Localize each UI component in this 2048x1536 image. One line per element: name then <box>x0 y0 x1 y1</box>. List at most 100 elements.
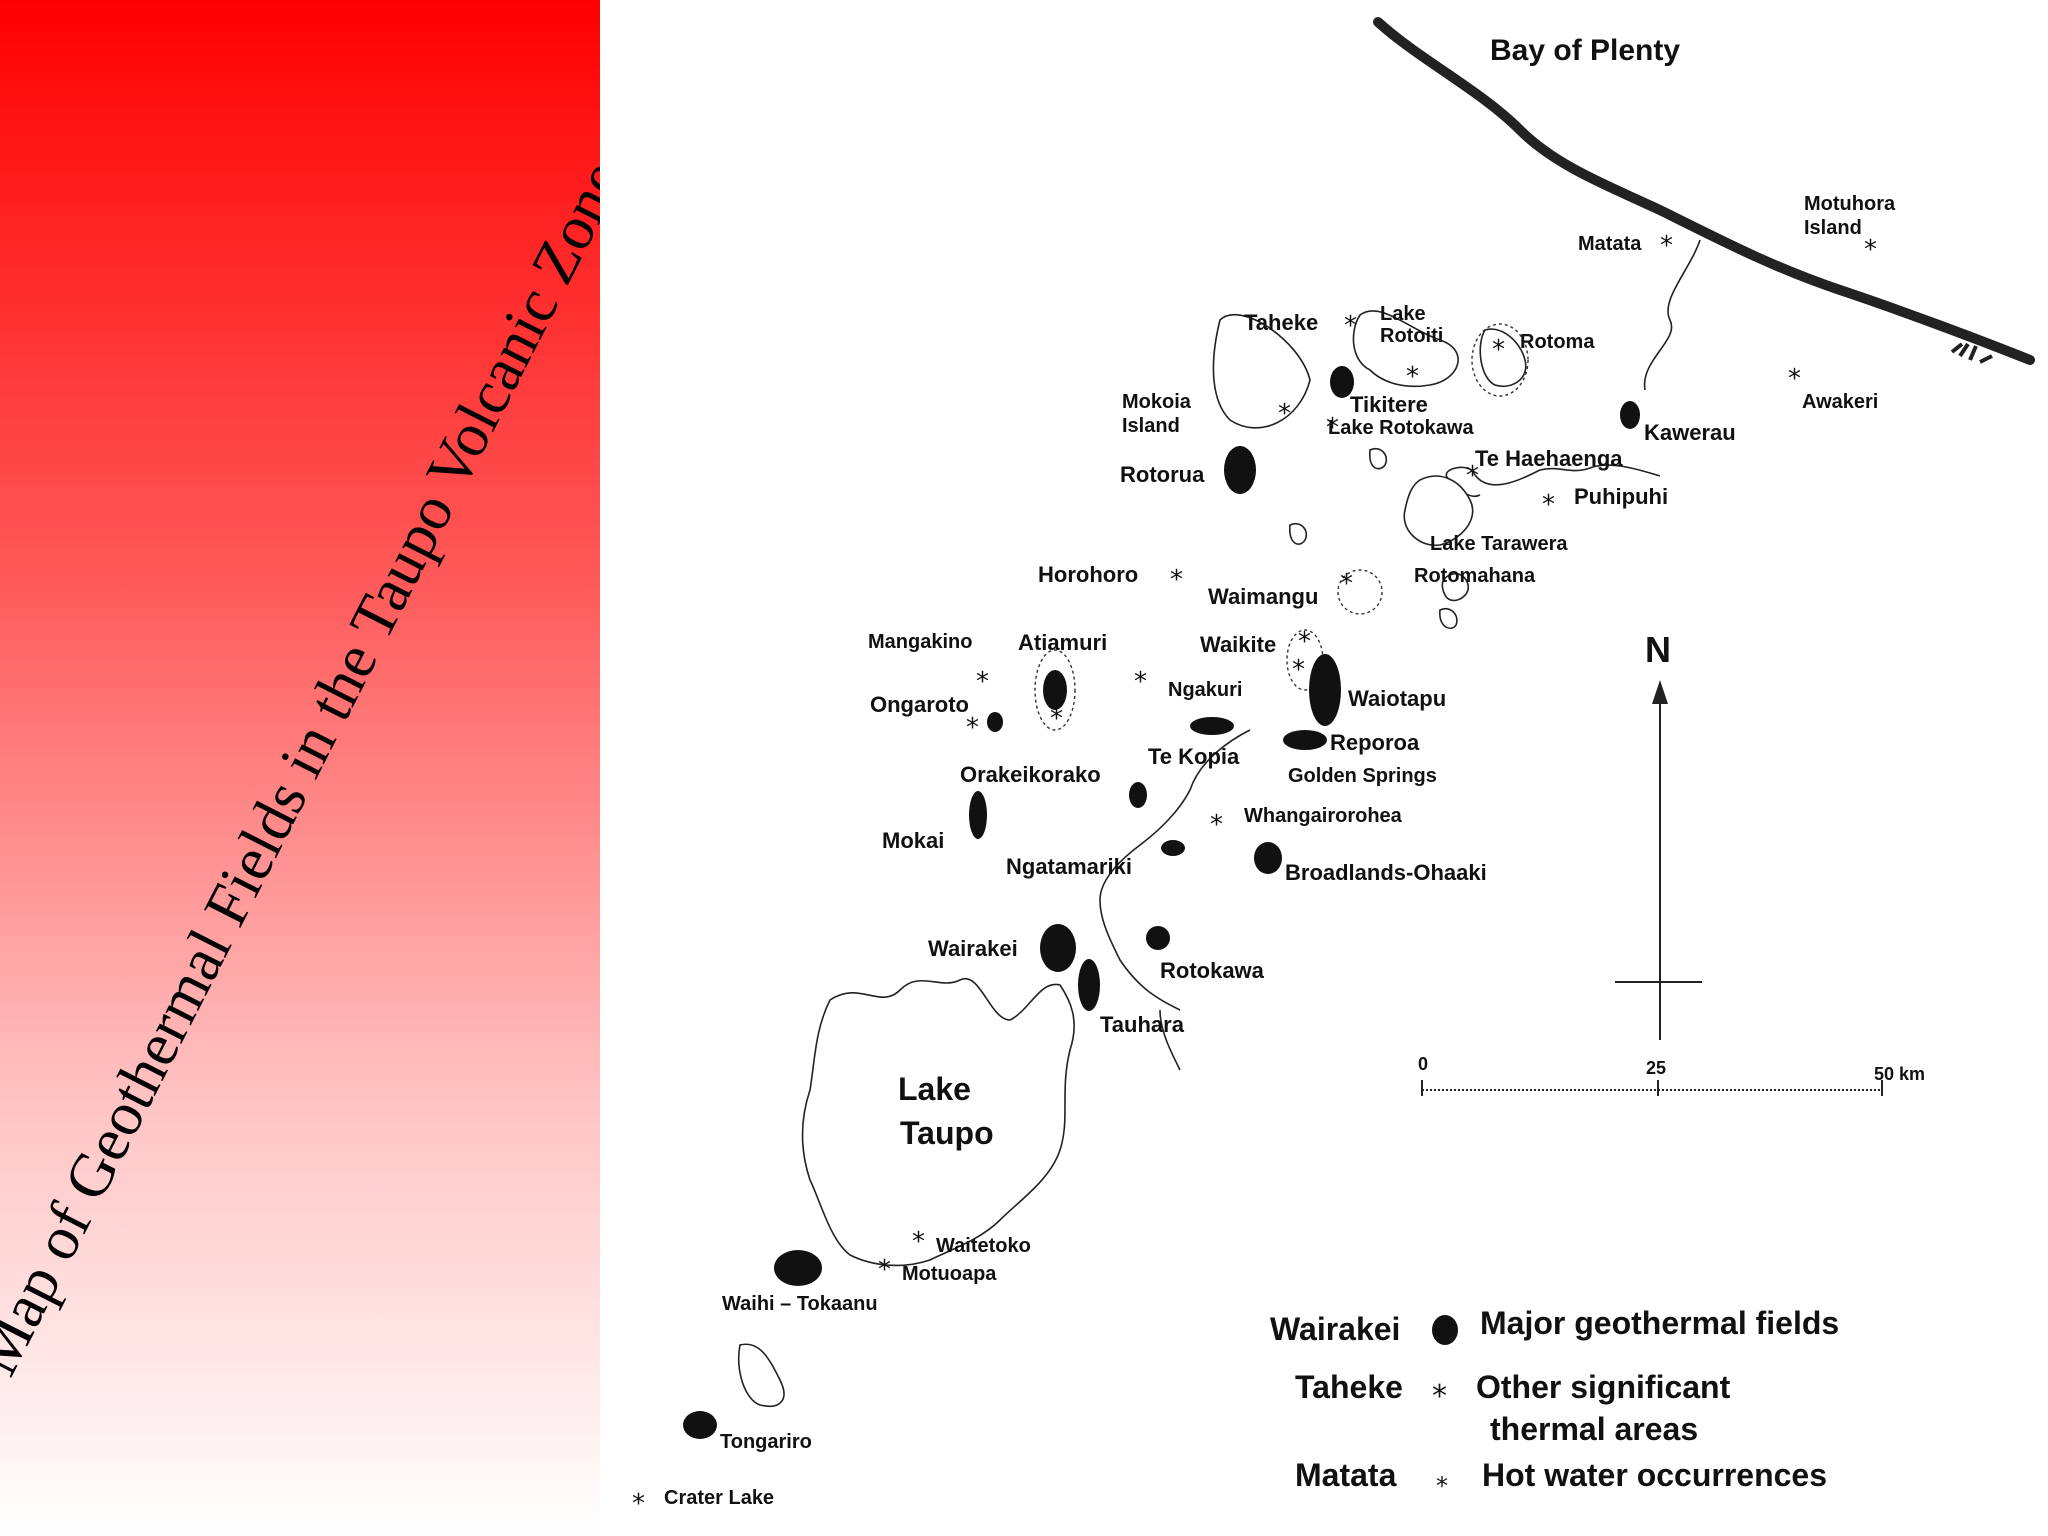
field-tikitere <box>1330 366 1354 398</box>
field-waiotapu <box>1309 654 1341 726</box>
coast-delta <box>1950 342 1993 364</box>
label-ngatamariki: Ngatamariki <box>1006 854 1132 879</box>
svg-text:*: * <box>1344 311 1357 341</box>
legend-major-example: Wairakei <box>1270 1311 1400 1347</box>
svg-text:*: * <box>1278 399 1291 429</box>
label-kawerau: Kawerau <box>1644 420 1736 445</box>
svg-text:*: * <box>1466 461 1479 491</box>
field-te-kopia <box>1190 717 1234 735</box>
hot-water-symbol: * <box>1436 1472 1448 1500</box>
label-mokoia-2: Island <box>1122 415 1180 437</box>
label-golden-springs: Golden Springs <box>1288 765 1437 787</box>
label-rotorua: Rotorua <box>1120 462 1205 487</box>
label-tauhara: Tauhara <box>1100 1012 1185 1037</box>
field-ngatamariki <box>1161 840 1185 856</box>
field-orakeikorako <box>1129 782 1147 808</box>
scale-25: 25 <box>1646 1058 1666 1078</box>
legend-other-label-2: thermal areas <box>1490 1411 1698 1447</box>
label-mokoia-1: Mokoia <box>1122 391 1192 413</box>
svg-text:*: * <box>1542 490 1555 520</box>
svg-text:*: * <box>1492 335 1505 365</box>
label-broadlands: Broadlands-Ohaaki <box>1285 860 1487 885</box>
lake-taupo <box>801 977 1075 1267</box>
label-motuhora-1: Motuhora <box>1804 193 1896 215</box>
thermal-markers: * * * * * * * * * * * * * * * * * * * * … <box>632 231 1877 1519</box>
field-wairakei <box>1040 924 1076 972</box>
north-arrow: N <box>1615 629 1702 1040</box>
field-broadlands <box>1254 842 1282 874</box>
lakes <box>737 310 1527 1407</box>
field-reporoa <box>1283 730 1327 750</box>
svg-text:*: * <box>966 713 979 743</box>
label-waimangu: Waimangu <box>1208 584 1318 609</box>
coastline <box>1373 17 2035 365</box>
lake-rotorua <box>1212 313 1311 429</box>
other-area-symbol: * <box>1432 1379 1447 1414</box>
label-awakeri: Awakeri <box>1802 391 1878 413</box>
small-lake-2 <box>1439 607 1458 629</box>
label-waiotapu: Waiotapu <box>1348 686 1446 711</box>
label-whangairorohea: Whangairorohea <box>1244 805 1403 827</box>
field-ongaroto <box>987 712 1003 732</box>
label-wairakei: Wairakei <box>928 936 1018 961</box>
legend-major-label: Major geothermal fields <box>1480 1305 1839 1341</box>
svg-text:*: * <box>632 1489 645 1519</box>
label-lake-rotoiti-2: Rotoiti <box>1380 325 1443 347</box>
label-waihi: Waihi – Tokaanu <box>722 1293 878 1315</box>
field-rotorua <box>1224 446 1256 494</box>
north-label: N <box>1645 629 1671 670</box>
svg-text:*: * <box>1660 231 1673 261</box>
major-fields <box>683 366 1640 1439</box>
svg-text:*: * <box>1406 362 1419 392</box>
major-field-symbol <box>1432 1315 1458 1345</box>
small-lake-1 <box>1289 522 1308 545</box>
svg-text:*: * <box>1864 235 1877 265</box>
scale-0: 0 <box>1418 1054 1428 1074</box>
geothermal-map: Bay of Plenty <box>632 17 2035 1519</box>
lake-rotoma <box>1479 328 1527 387</box>
label-mangakino: Mangakino <box>868 631 972 653</box>
lake-taupo-label-1: Lake <box>898 1071 971 1107</box>
svg-text:*: * <box>1340 569 1353 599</box>
label-matata: Matata <box>1578 233 1642 255</box>
label-te-kopia: Te Kopia <box>1148 744 1240 769</box>
label-ongaroto: Ongaroto <box>870 692 969 717</box>
lake-rotoiti <box>1352 310 1459 388</box>
svg-text:*: * <box>1210 810 1223 840</box>
lake-rotomahana <box>1441 572 1470 602</box>
label-rotoma: Rotoma <box>1520 331 1595 353</box>
label-mokai: Mokai <box>882 828 944 853</box>
label-crater-lake: Crater Lake <box>664 1487 774 1509</box>
field-atiamuri <box>1043 670 1067 710</box>
field-mokai <box>969 791 987 839</box>
place-labels: Matata Motuhora Island Taheke Lake Rotoi… <box>664 193 1896 1509</box>
svg-text:*: * <box>976 667 989 697</box>
label-te-haehaenga: Te Haehaenga <box>1475 446 1623 471</box>
field-rotokawa <box>1146 926 1170 950</box>
label-atiamuri: Atiamuri <box>1018 630 1107 655</box>
label-motuoapa: Motuoapa <box>902 1263 997 1285</box>
title-panel: Map of Geothermal Fields in the Taupo Vo… <box>0 0 600 1536</box>
field-tongariro <box>683 1411 717 1439</box>
svg-text:*: * <box>1170 565 1183 595</box>
label-orakeikorako: Orakeikorako <box>960 762 1101 787</box>
legend-other-label-1: Other significant <box>1476 1369 1731 1405</box>
label-tikitere: Tikitere <box>1350 392 1428 417</box>
legend: Wairakei Major geothermal fields Taheke … <box>1270 1305 1839 1500</box>
lake-rotokawa <box>1369 447 1388 470</box>
lake-tarawera <box>1403 475 1474 547</box>
legend-hot-label: Hot water occurrences <box>1482 1457 1827 1493</box>
label-lake-tarawera: Lake Tarawera <box>1430 533 1568 555</box>
svg-text:*: * <box>912 1227 925 1257</box>
label-tongariro: Tongariro <box>720 1431 812 1453</box>
svg-text:*: * <box>1292 655 1305 685</box>
label-taheke: Taheke <box>1244 310 1318 335</box>
label-ngakuri: Ngakuri <box>1168 679 1242 701</box>
label-motuhora-2: Island <box>1804 217 1862 239</box>
label-rotokawa: Rotokawa <box>1160 958 1265 983</box>
label-waikite: Waikite <box>1200 632 1276 657</box>
label-rotomahana: Rotomahana <box>1414 565 1536 587</box>
svg-text:*: * <box>1134 667 1147 697</box>
label-horohoro: Horohoro <box>1038 562 1138 587</box>
label-reporoa: Reporoa <box>1330 730 1420 755</box>
